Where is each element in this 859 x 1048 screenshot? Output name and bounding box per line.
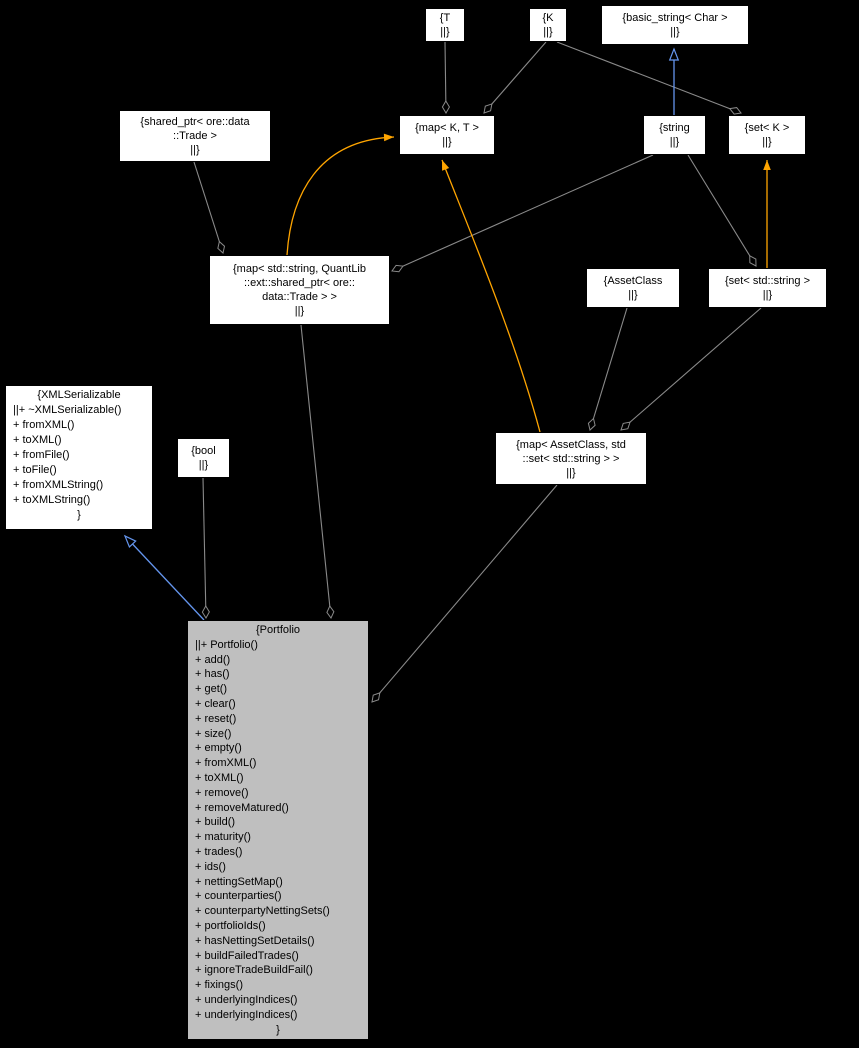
portfolio-member-line: + buildFailedTrades() <box>195 949 299 962</box>
portfolio-member-line: + removeMatured() <box>195 801 289 814</box>
edge-t-to-map-k-t <box>441 41 450 114</box>
portfolio-member-line: + clear() <box>195 697 236 710</box>
portfolio-member-line: + trades() <box>195 845 243 858</box>
xml-member-line: + toXML() <box>13 434 62 446</box>
xml-serializable-members: ||+ ~XMLSerializable() + fromXML() + toXML… <box>9 403 149 508</box>
node-string[interactable]: {string ||} <box>643 115 706 155</box>
node-text-line: {map< K, T > <box>415 122 479 134</box>
node-text-line: {map< AssetClass, std <box>516 438 626 451</box>
node-text-line: ||} <box>440 26 450 38</box>
portfolio-member-line: + underlyingIndices() <box>195 993 298 1006</box>
portfolio-member-line: + hasNettingSetDetails() <box>195 934 315 947</box>
portfolio-member-line: + reset() <box>195 712 237 725</box>
node-text-line: {shared_ptr< ore::data <box>140 116 250 128</box>
node-text-line: ||} <box>190 144 200 156</box>
node-text-line: ||} <box>628 289 638 301</box>
edge-sharedptr-to-map-string-trade <box>193 161 226 254</box>
node-basic-string[interactable]: {basic_string< Char > ||} <box>601 5 749 45</box>
portfolio-member-line: + toXML() <box>195 771 244 784</box>
node-map-string-trade[interactable]: {map< std::string, QuantLib::ext::shared… <box>209 255 390 325</box>
node-text-line: ||} <box>669 136 680 148</box>
edge-string-to-set-string <box>687 154 757 267</box>
edge-k-to-set-k <box>556 41 742 115</box>
node-text-line: ::Trade > <box>173 130 217 142</box>
edge-setstring-to-map-assetclass <box>620 307 762 431</box>
portfolio-members: ||+ Portfolio() + add() + has() + get()+ cl… <box>191 638 365 1023</box>
edge-map-string-trade-to-portfolio <box>300 324 335 619</box>
node-text-line: ::ext::shared_ptr< ore:: <box>244 277 355 289</box>
node-text-line: {AssetClass <box>603 275 663 287</box>
edge-k-to-map-k-t <box>483 41 547 114</box>
portfolio-member-line: + add() <box>195 653 231 666</box>
xml-member-line: + toFile() <box>13 464 57 476</box>
node-text-line: {basic_string< Char > <box>622 12 728 24</box>
portfolio-member-line: + has() <box>195 668 230 681</box>
edge-string-to-map-string-trade <box>391 154 654 273</box>
node-text-line: {bool <box>191 445 216 457</box>
portfolio-member-line: + get() <box>195 683 228 696</box>
node-set-k[interactable]: {set< K > ||} <box>728 115 806 155</box>
node-text-line: ||} <box>762 289 773 301</box>
node-text-line: ||} <box>294 305 305 317</box>
xml-member-line: + fromFile() <box>13 449 70 461</box>
xml-serializable-close: } <box>77 509 81 521</box>
node-bool[interactable]: {bool ||} <box>177 438 230 478</box>
portfolio-member-line: + size() <box>195 727 232 740</box>
node-text-line: ||} <box>566 466 576 479</box>
node-portfolio[interactable]: {Portfolio ||+ Portfolio() + add() + has()… <box>187 620 369 1040</box>
node-text-line: ||} <box>762 136 772 148</box>
node-map-assetclass-set[interactable]: {map< AssetClass, std::set< std::string … <box>495 432 647 485</box>
node-text-line: {set< K > <box>744 122 790 134</box>
edge-inherit-portfolio-to-xmlserializable <box>123 534 205 621</box>
portfolio-member-line: + build() <box>195 816 236 829</box>
portfolio-member-line: + fixings() <box>195 979 243 992</box>
portfolio-member-line: + portfolioIds() <box>195 919 266 932</box>
xml-member-line: + fromXMLString() <box>13 479 104 491</box>
node-text-line: {set< std::string > <box>725 275 810 287</box>
portfolio-member-line: + ids() <box>195 860 226 873</box>
edge-assetclass-to-map-assetclass <box>587 307 628 431</box>
portfolio-member-line: + nettingSetMap() <box>195 875 283 888</box>
node-text-line: ||} <box>442 136 452 148</box>
node-text-line: ::set< std::string > > <box>522 452 620 465</box>
portfolio-member-line: + ignoreTradeBuildFail() <box>195 964 313 977</box>
edge-template-map-assetclass-to-map-k-t <box>441 159 541 433</box>
portfolio-title: {Portfolio <box>255 624 301 636</box>
node-text-line: ||} <box>670 26 680 38</box>
node-text-line: {T <box>439 12 451 24</box>
xml-member-line: + toXMLString() <box>13 494 91 506</box>
node-set-string[interactable]: {set< std::string >||} <box>708 268 827 308</box>
portfolio-member-line: + fromXML() <box>195 757 257 770</box>
portfolio-member-line: ||+ Portfolio() <box>195 638 258 651</box>
xml-member-line: + fromXML() <box>13 419 75 431</box>
node-xml-serializable[interactable]: {XMLSerializable ||+ ~XMLSerializable() +… <box>5 385 153 530</box>
node-K[interactable]: {K ||} <box>529 8 567 42</box>
portfolio-member-line: + counterparties() <box>195 890 282 903</box>
node-text-line: {K <box>542 12 554 24</box>
node-text-line: data::Trade > > <box>262 291 337 303</box>
node-text-line: {map< std::string, QuantLib <box>233 263 366 275</box>
node-map-k-t[interactable]: {map< K, T > ||} <box>399 115 495 155</box>
node-text-line: {string <box>659 122 690 134</box>
edge-map-assetclass-to-portfolio <box>371 484 558 703</box>
node-text-line: ||} <box>543 26 553 38</box>
portfolio-member-line: + maturity() <box>195 831 251 844</box>
portfolio-member-line: + underlyingIndices() <box>195 1008 298 1021</box>
node-text-line: ||} <box>198 459 209 471</box>
node-shared-ptr-trade[interactable]: {shared_ptr< ore::data::Trade >||} <box>119 110 271 162</box>
node-T[interactable]: {T ||} <box>425 8 465 42</box>
portfolio-member-line: + remove() <box>195 786 249 799</box>
portfolio-close: } <box>276 1023 280 1036</box>
node-asset-class[interactable]: {AssetClass ||} <box>586 268 680 308</box>
portfolio-member-line: + counterpartyNettingSets() <box>195 905 330 918</box>
xml-serializable-title: {XMLSerializable <box>37 389 121 401</box>
edge-bool-to-portfolio <box>201 477 210 619</box>
portfolio-member-line: + empty() <box>195 742 242 755</box>
edge-template-map-string-trade-to-map-k-t <box>286 133 395 256</box>
xml-member-line: ||+ ~XMLSerializable() <box>13 404 122 416</box>
